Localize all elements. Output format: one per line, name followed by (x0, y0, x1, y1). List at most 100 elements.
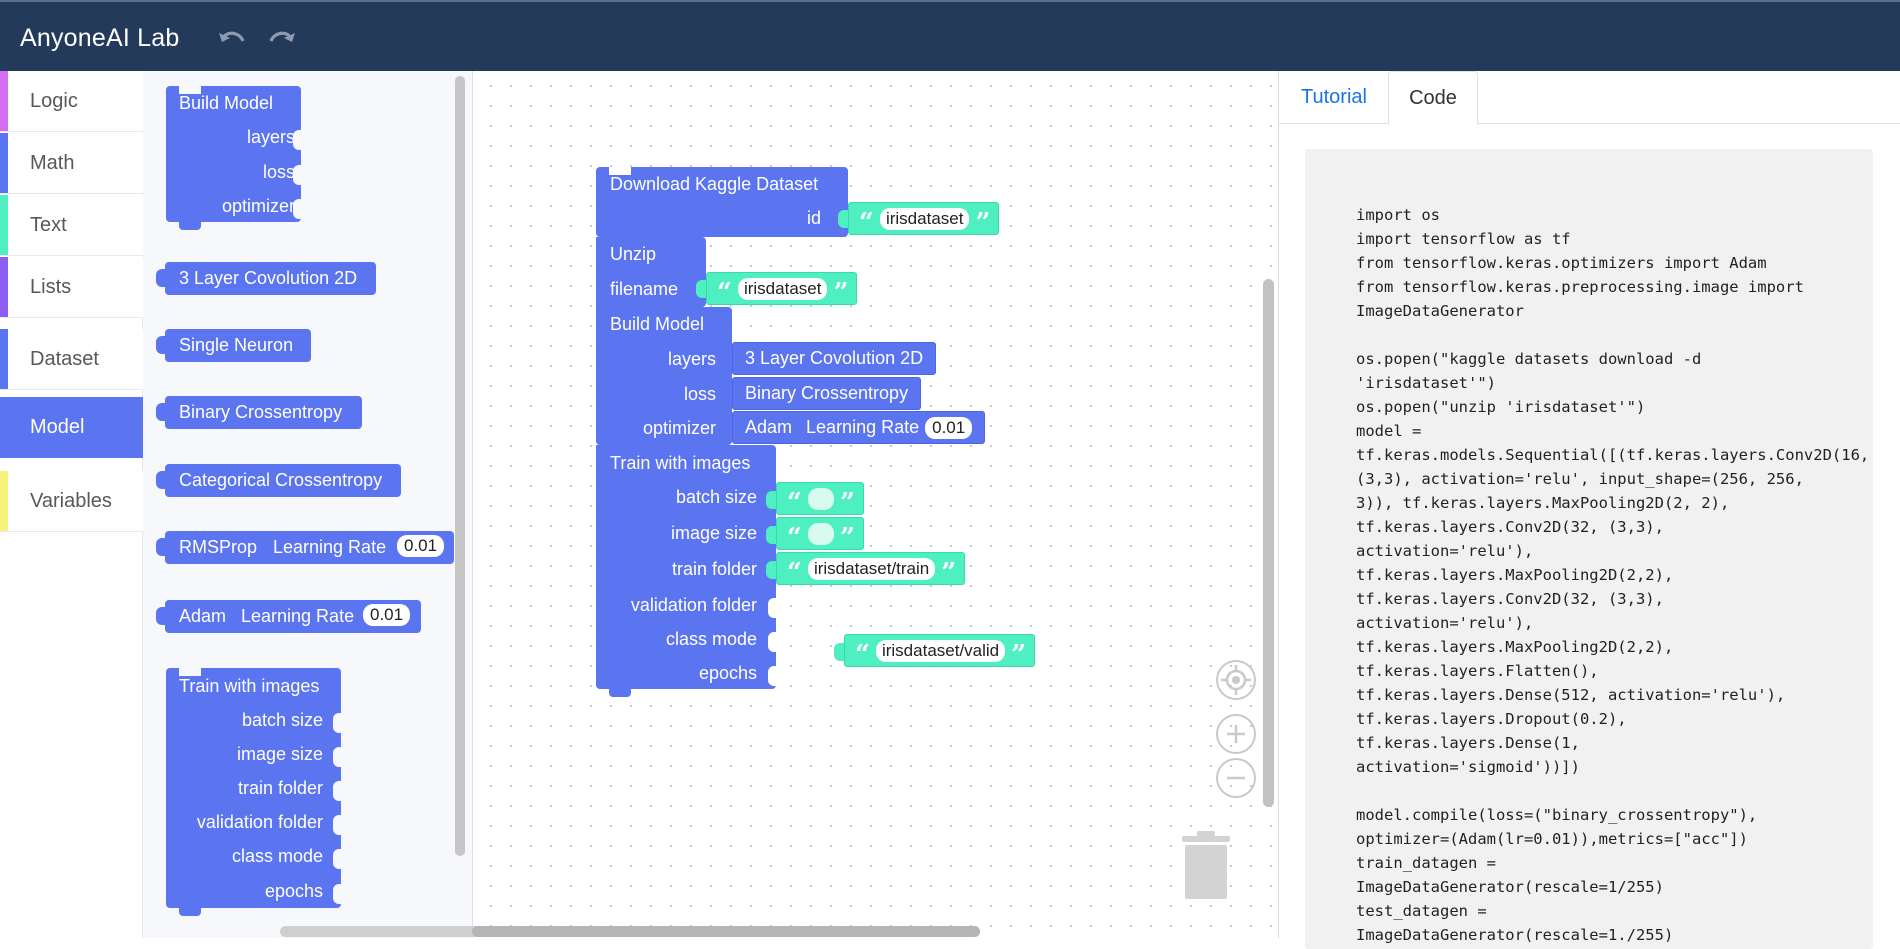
output-plug (722, 420, 734, 438)
category-label: Dataset (30, 347, 99, 370)
string-value-field[interactable] (807, 522, 834, 545)
block-body (596, 445, 776, 689)
block-input-label: layers (246, 127, 295, 147)
trash-icon[interactable] (1182, 831, 1230, 899)
input-socket (333, 884, 343, 904)
text-string-block[interactable]: “ irisdataset/train ” (776, 552, 966, 588)
workspace-vertical-scrollbar[interactable] (1263, 279, 1274, 807)
crosshair-icon[interactable] (1216, 660, 1256, 700)
block-input-label: validation folder (630, 595, 757, 615)
string-plug (696, 280, 708, 298)
learning-rate-field[interactable]: 0.01 (363, 604, 411, 626)
block-body (165, 262, 376, 295)
block-title: Unzip (610, 244, 657, 264)
category-dataset[interactable]: Dataset (0, 329, 143, 390)
category-variables[interactable]: Variables (0, 471, 143, 532)
category-color-stripe (0, 397, 8, 458)
block-input-label: image size (236, 744, 323, 764)
learning-rate-field[interactable]: 0.01 (925, 416, 973, 439)
zoom-out-icon[interactable] (1216, 758, 1256, 798)
zoom-in-icon[interactable] (1216, 714, 1256, 754)
text-string-block[interactable]: “ irisdataset ” (848, 202, 1000, 238)
block-body (166, 668, 341, 908)
block-title: Build Model (179, 93, 274, 113)
close-quote-icon: ” (839, 522, 855, 553)
block-title: Build Model (610, 314, 705, 334)
text-string-block[interactable]: “ irisdataset/valid ” (844, 634, 1036, 668)
block-body (596, 237, 706, 307)
string-value-field[interactable] (807, 487, 834, 510)
panel-tabs: Tutorial Code (1279, 71, 1900, 125)
input-socket (768, 666, 778, 686)
input-socket (333, 747, 343, 767)
scrollbar-thumb[interactable] (472, 926, 980, 937)
blocks-workspace[interactable]: Download Kaggle Dataset id “ irisdataset… (474, 71, 1279, 938)
category-logic[interactable]: Logic (0, 71, 143, 132)
block-input-label: image size (670, 523, 757, 543)
block-input-label: optimizer (221, 196, 295, 216)
block-input-label: filename (610, 279, 679, 299)
right-panel: Tutorial Code import os import tensorflo… (1279, 71, 1900, 949)
open-quote-icon: “ (717, 277, 732, 308)
undo-icon[interactable] (214, 20, 250, 56)
open-quote-icon: “ (787, 557, 802, 588)
text-string-block[interactable]: “ irisdataset ” (706, 272, 858, 308)
redo-icon[interactable] (264, 20, 300, 56)
block-input-label: loss (683, 384, 716, 404)
block-label: Learning Rate (273, 537, 387, 557)
conv3-value-block[interactable]: 3 Layer Covolution 2D (732, 342, 937, 375)
adam-value-block[interactable]: Adam Learning Rate 0.01 (732, 411, 986, 444)
output-plug (722, 386, 734, 404)
input-socket (333, 781, 343, 801)
string-value-field[interactable]: irisdataset/valid (875, 639, 1006, 662)
category-color-stripe (0, 471, 8, 531)
input-socket (293, 130, 303, 150)
block-label: Binary Crossentropy (745, 383, 909, 403)
block-label: Single Neuron (179, 335, 294, 355)
category-color-stripe (0, 195, 8, 255)
block-bump (179, 908, 201, 916)
block-input-label: class mode (231, 846, 323, 866)
category-lists[interactable]: Lists (0, 257, 143, 318)
block-label: Learning Rate (241, 606, 355, 626)
block-notch (179, 86, 201, 94)
category-label: Variables (30, 489, 112, 512)
flyout-scrollbar[interactable] (455, 76, 465, 856)
category-label: Logic (30, 89, 78, 112)
workspace-horizontal-scrollbar[interactable] (280, 926, 980, 937)
category-text[interactable]: Text (0, 195, 143, 256)
block-body (165, 396, 362, 429)
input-socket (768, 598, 778, 618)
string-value-field[interactable]: irisdataset/train (807, 557, 936, 580)
learning-rate-field[interactable]: 0.01 (397, 535, 445, 557)
text-string-block[interactable]: “ ” (776, 517, 864, 553)
block-notch (609, 167, 631, 175)
string-value-field[interactable]: irisdataset (879, 207, 970, 230)
binary-crossentropy-value-block[interactable]: Binary Crossentropy (732, 377, 922, 410)
close-quote-icon: ” (975, 207, 991, 238)
block-input-label: epochs (264, 881, 323, 901)
block-label: Categorical Crossentropy (179, 470, 383, 490)
block-body (596, 167, 848, 237)
generated-code: import os import tensorflow as tf from t… (1356, 206, 1870, 944)
string-plug (834, 643, 846, 661)
input-socket (293, 199, 303, 219)
block-input-label: batch size (675, 487, 757, 507)
category-label: Model (30, 416, 85, 438)
category-model[interactable]: Model (0, 397, 143, 458)
block-label: 3 Layer Covolution 2D (745, 348, 924, 368)
tab-code[interactable]: Code (1388, 71, 1478, 125)
block-input-label: optimizer (642, 418, 716, 438)
text-string-block[interactable]: “ ” (776, 482, 864, 516)
tab-tutorial[interactable]: Tutorial (1301, 86, 1367, 108)
string-value-field[interactable]: irisdataset (737, 277, 828, 300)
close-quote-icon: ” (833, 277, 849, 308)
block-body (165, 464, 401, 497)
block-label: Adam (745, 417, 793, 437)
block-input-label: batch size (241, 710, 323, 730)
block-label: Learning Rate (806, 417, 920, 437)
block-bump (609, 689, 631, 697)
category-math[interactable]: Math (0, 133, 143, 194)
category-list: Logic Math Text Lists Dataset Model Vari… (0, 71, 143, 938)
block-label: Adam (179, 606, 227, 626)
